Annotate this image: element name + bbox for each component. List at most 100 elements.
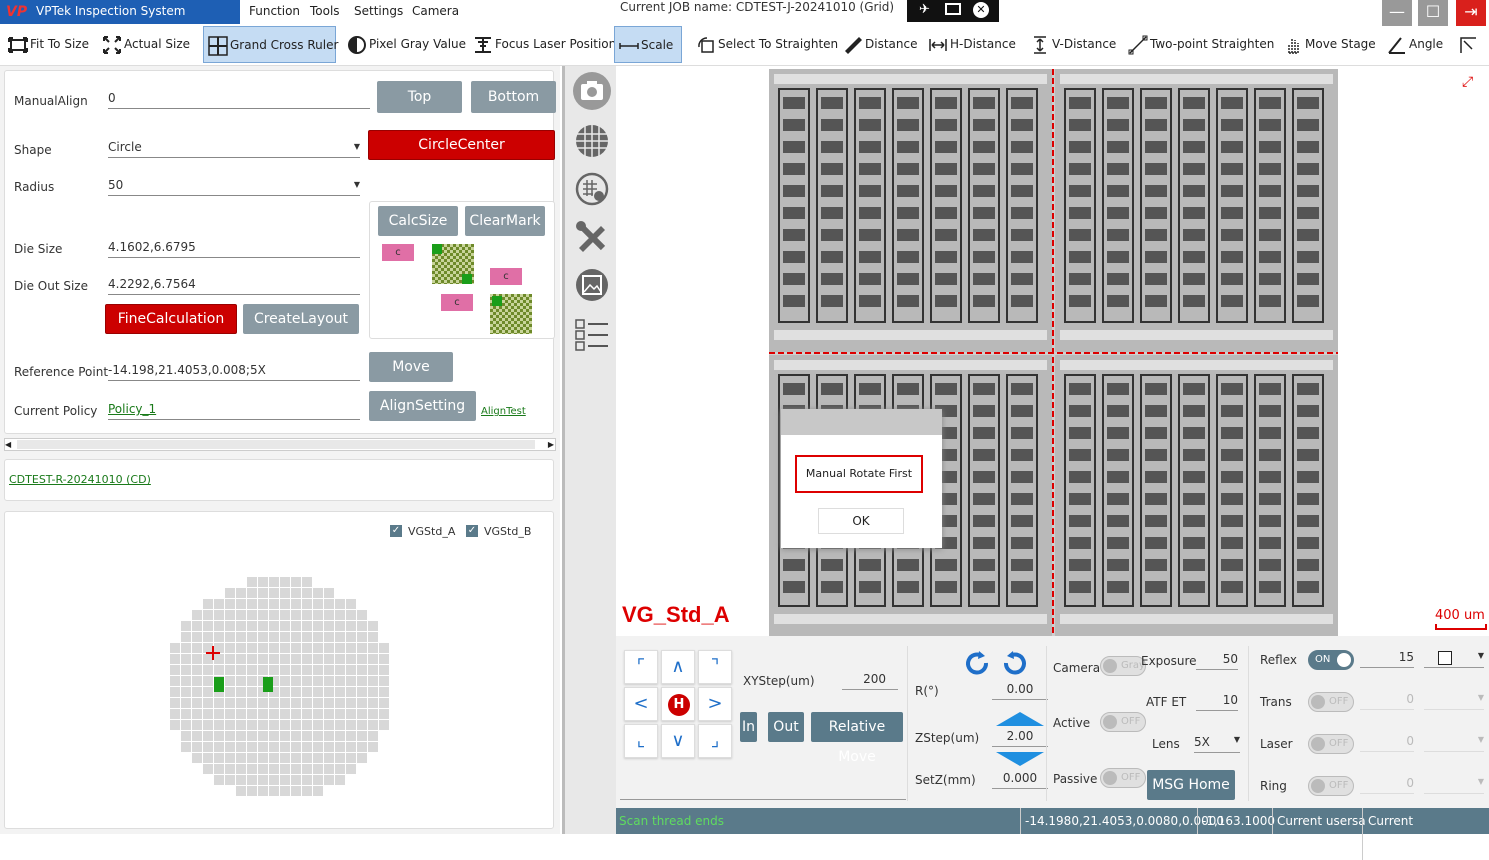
clear-mark-button[interactable]: ClearMark [465,206,545,236]
reflex-value-input[interactable]: 15 [1360,650,1414,668]
close-capture-icon[interactable]: ✕ [973,2,989,18]
menu-function[interactable]: Function [249,4,301,18]
trans-toggle[interactable]: OFF [1308,692,1354,712]
fit-to-size-button[interactable]: Fit To Size [8,26,89,63]
bottom-button[interactable]: Bottom [471,81,556,113]
expand-corner-icon[interactable]: ⤢ [1462,74,1474,90]
checkbox-vgstd-a[interactable]: ✓ [390,525,402,537]
exit-button[interactable]: ⇥ [1456,0,1486,26]
move-up-button[interactable]: ∧ [661,650,695,684]
move-down-right-button[interactable]: ⌟ [698,724,732,758]
exposure-input[interactable]: 50 [1196,652,1238,670]
rotate-ccw-icon[interactable] [964,650,992,676]
fine-calculation-button[interactable]: FineCalculation [105,304,237,334]
more-tools-button[interactable] [1458,26,1480,63]
ring-toggle[interactable]: OFF [1308,776,1354,796]
laser-dropdown[interactable]: ▼ [1424,734,1484,752]
tools-icon[interactable] [573,218,611,256]
menu-camera[interactable]: Camera [412,4,460,18]
top-button[interactable]: Top [377,81,462,113]
camera-icon[interactable] [573,72,611,110]
checkbox-vgstd-b[interactable]: ✓ [466,525,478,537]
image-icon[interactable] [573,266,611,304]
actual-size-button[interactable]: Actual Size [102,26,190,63]
lens-select[interactable]: 5X▼ [1194,735,1240,753]
move-down-left-button[interactable]: ⌞ [624,724,658,758]
wafer-map[interactable] [165,572,395,804]
scrollbar-thumb[interactable] [17,440,535,449]
scale-button[interactable]: Scale [614,26,682,63]
trans-value-input[interactable]: 0 [1360,692,1414,710]
align-setting-button[interactable]: AlignSetting [369,391,476,421]
checklist-icon[interactable] [573,316,611,354]
rotate-cw-icon[interactable] [1000,650,1028,676]
reflex-toggle[interactable]: ON [1308,650,1354,670]
move-left-button[interactable]: < [624,687,658,721]
relative-move-button[interactable]: Relative Move [811,712,903,765]
horizontal-scrollbar[interactable]: ◀ ▶ [4,438,556,451]
move-up-right-button[interactable]: ⌝ [698,650,732,684]
send-icon[interactable]: ✈ [919,2,930,17]
active-toggle[interactable]: OFF [1100,712,1146,732]
laser-toggle[interactable]: OFF [1308,734,1354,754]
v-distance-button[interactable]: V-Distance [1030,26,1116,63]
reflex-checkbox[interactable] [1438,651,1452,665]
create-layout-button[interactable]: CreateLayout [243,304,359,334]
zstep-input[interactable]: 2.00 [992,729,1048,747]
calc-size-button[interactable]: CalcSize [378,206,458,236]
grand-cross-ruler-button[interactable]: Grand Cross Ruler [203,26,338,63]
die-out-size-input[interactable]: 4.2292,6.7564 [108,275,360,295]
minimize-button[interactable]: — [1382,0,1412,26]
expand-icon [103,35,121,54]
pixel-gray-value-button[interactable]: Pixel Gray Value [347,26,466,63]
passive-label: Passive [1053,772,1098,786]
msg-home-button[interactable]: MSG Home [1147,770,1235,800]
zoom-out-button[interactable]: Out [768,712,804,742]
zoom-in-button[interactable]: In [740,712,757,742]
ring-dropdown[interactable]: ▼ [1424,776,1484,794]
current-policy-link[interactable]: Policy_1 [108,400,360,420]
reference-point-input[interactable]: -14.198,21.4053,0.008;5X [108,361,360,381]
laser-value-input[interactable]: 0 [1360,734,1414,752]
home-button[interactable]: H [661,687,695,721]
screenshot-icon[interactable] [945,3,961,15]
move-down-button[interactable]: ∨ [661,724,695,758]
wafer-settings-icon[interactable] [573,170,611,208]
maximize-button[interactable]: ☐ [1418,0,1448,26]
rotation-input[interactable]: 0.00 [992,682,1048,700]
setz-input[interactable]: 0.000 [992,771,1048,789]
scroll-left-icon[interactable]: ◀ [5,440,12,449]
recipe-link[interactable]: CDTEST-R-20241010 (CD) [9,473,151,486]
distance-button[interactable]: Distance [843,26,917,63]
dialog-ok-button[interactable]: OK [818,508,904,534]
ring-value-input[interactable]: 0 [1360,776,1414,794]
atf-et-input[interactable]: 10 [1196,693,1238,711]
circle-center-button[interactable]: CircleCenter [368,130,555,160]
align-test-link[interactable]: AlignTest [481,406,526,417]
two-point-straighten-button[interactable]: Two-point Straighten [1128,26,1274,63]
grid-icon[interactable] [573,122,611,160]
xystep-input[interactable]: 200 [842,672,898,690]
die-size-input[interactable]: 4.1602,6.6795 [108,238,360,258]
manual-align-input[interactable]: 0 [108,89,370,109]
move-stage-button[interactable]: Move Stage [1283,26,1376,63]
scroll-right-icon[interactable]: ▶ [547,440,554,449]
radius-select[interactable]: 50▼ [108,176,360,196]
trans-dropdown[interactable]: ▼ [1424,692,1484,710]
menu-tools[interactable]: Tools [310,4,340,18]
camera-gray-toggle[interactable]: Gray [1100,656,1146,676]
h-distance-button[interactable]: H-Distance [928,26,1016,63]
menu-settings[interactable]: Settings [354,4,404,18]
move-up-left-button[interactable]: ⌜ [624,650,658,684]
focus-laser-position-button[interactable]: Focus Laser Position [473,26,616,63]
z-up-icon[interactable] [996,712,1044,726]
select-to-straighten-button[interactable]: Select To Straighten [696,26,838,63]
passive-toggle[interactable]: OFF [1100,768,1146,788]
microscope-image[interactable] [769,69,1338,636]
shape-select[interactable]: Circle▼ [108,138,360,158]
reflex-dropdown[interactable]: ▼ [1424,650,1484,668]
move-button[interactable]: Move [369,352,453,382]
angle-button[interactable]: Angle [1387,26,1443,63]
z-down-icon[interactable] [996,752,1044,766]
move-right-button[interactable]: > [698,687,732,721]
